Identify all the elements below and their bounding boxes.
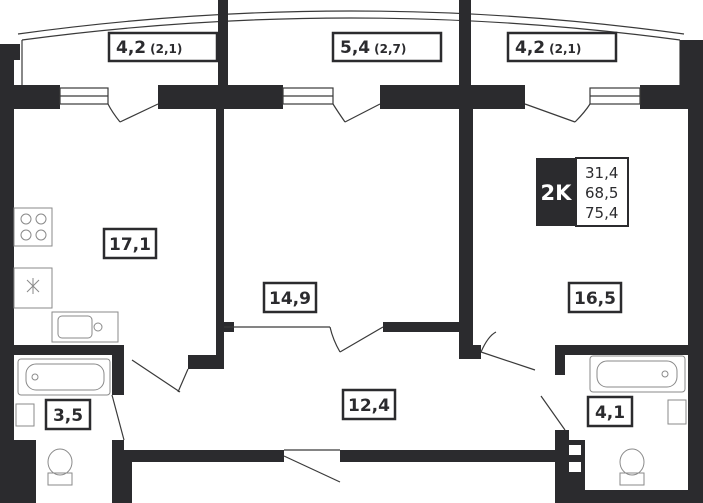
room-middle-area: 14,9: [269, 289, 311, 309]
balcony-door-left: [107, 103, 159, 123]
wall-bottom-right: [340, 450, 555, 462]
bathtub-left-inner: [25, 363, 105, 391]
wall-outer-right: [688, 40, 703, 503]
apartment-type: 2K: [541, 181, 573, 205]
wall-bath-left-top: [14, 345, 124, 355]
bathtub-right-drain: [661, 370, 669, 378]
living-area: 31,4: [585, 164, 618, 182]
balcony-glazing-inner: [21, 17, 681, 41]
shaft-right-inner-1: [569, 445, 581, 455]
wall-room-middle-bottom-2: [383, 322, 463, 332]
balcony-middle-reduced: (2,7): [374, 42, 406, 56]
svg-text:4,2(2,1): 4,2 (2,1): [515, 38, 581, 58]
wall-facade-2: [158, 85, 283, 109]
door-middle-room: [329, 326, 384, 353]
label-room-middle: 14,9: [262, 281, 318, 314]
sink: [51, 311, 119, 343]
toilet-left-tank: [47, 472, 73, 486]
bathtub-left-drain: [31, 373, 39, 381]
wall-right-stub: [459, 345, 481, 359]
label-balcony-middle: 5,4 (2,7): [331, 31, 443, 63]
bathtub-right-inner: [596, 360, 678, 388]
balcony-right-reduced: (2,1): [549, 42, 581, 56]
counter-star: [26, 278, 40, 294]
door-kitchen: [131, 359, 189, 393]
wall-middle-partition: [459, 109, 473, 359]
label-balcony-left: 4,2 (2,1): [107, 31, 219, 63]
bathtub-right: [589, 355, 686, 393]
wall-kitchen-stub: [188, 355, 224, 369]
balcony-left-reduced: (2,1): [150, 42, 182, 56]
wall-bath-right-left: [555, 345, 565, 375]
stove-burner-2: [35, 213, 47, 225]
total-with-balconies: 75,4: [585, 204, 618, 222]
label-bathroom-left: 3,5: [44, 398, 92, 431]
washbasin-right: [667, 399, 687, 425]
sink-bowl: [57, 315, 93, 339]
door-bath-left: [111, 394, 125, 441]
sink-tap: [93, 322, 103, 332]
wall-bath-left-right: [112, 345, 124, 395]
wall-bath-left-stub: [112, 440, 124, 503]
label-hall: 12,4: [341, 388, 397, 421]
balcony-right-area: 4,2: [515, 38, 545, 58]
wall-facade-4: [640, 85, 703, 109]
bathroom-left-area: 3,5: [53, 406, 83, 426]
balcony-door-middle: [332, 103, 381, 123]
bathroom-right-area: 4,1: [595, 403, 625, 423]
wall-bath-left-box: [14, 440, 36, 503]
wall-outer-left: [0, 44, 14, 503]
wall-bottom-outer: [585, 490, 688, 503]
balcony-middle-area: 5,4: [340, 38, 370, 58]
toilet-left: [47, 448, 73, 476]
wall-bath-right-top: [555, 345, 688, 355]
label-balcony-right: 4,2 (2,1): [506, 31, 618, 63]
balcony-glazing: [17, 10, 685, 35]
label-bathroom-right: 4,1: [586, 395, 634, 428]
counter: [13, 267, 53, 309]
entrance-door: [283, 449, 341, 483]
balcony-left-area: 4,2: [116, 38, 146, 58]
bathtub-left: [17, 358, 111, 396]
wall-facade-1: [0, 85, 60, 109]
toilet-right-tank: [619, 472, 645, 486]
toilet-right: [619, 448, 645, 476]
wall-balcony-partition-right: [459, 0, 471, 85]
stove: [13, 207, 53, 247]
label-room-right: 16,5: [567, 281, 623, 314]
svg-text:4,2(2,1): 4,2 (2,1): [116, 38, 182, 58]
wall-bottom-left: [124, 450, 284, 462]
hall-area: 12,4: [348, 396, 390, 416]
stove-burner-4: [35, 229, 47, 241]
wall-facade-3: [380, 85, 525, 109]
balcony-door-right: [524, 103, 591, 123]
door-bath-right: [540, 395, 566, 431]
room-right-area: 16,5: [574, 289, 616, 309]
washbasin-left: [15, 403, 35, 427]
kitchen-area: 17,1: [109, 235, 151, 255]
label-kitchen: 17,1: [102, 227, 158, 260]
door-right-room: [480, 331, 536, 371]
wall-kitchen-partition: [216, 109, 224, 369]
stove-burner-1: [20, 213, 32, 225]
svg-text:5,4(2,7): 5,4 (2,7): [340, 38, 406, 58]
shaft-right-inner-2: [569, 462, 581, 472]
stove-burner-3: [20, 229, 32, 241]
total-area: 68,5: [585, 184, 618, 202]
apartment-summary: 2K 31,4 68,5 75,4: [536, 157, 629, 227]
wall-bottom-edge-left: [124, 450, 132, 503]
wall-balcony-partition-left: [218, 0, 228, 85]
